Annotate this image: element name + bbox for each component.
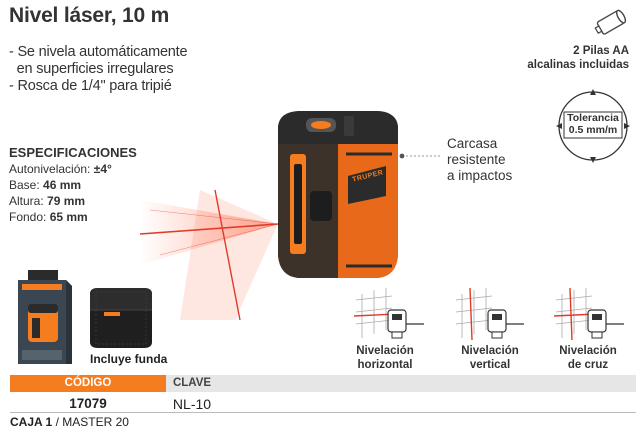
carrying-case-image (90, 288, 152, 348)
feature-line: - Se nivela automáticamente (9, 44, 188, 60)
spec-altura: Altura: 79 mm (9, 194, 86, 208)
codigo-value: 17079 (69, 396, 107, 411)
leveling-cross-icon (553, 287, 624, 341)
table-divider (10, 412, 636, 413)
laser-beams (139, 189, 279, 321)
housing-label: Carcasa resistente a impactos (447, 136, 513, 183)
leveling-vertical-icon (455, 287, 524, 341)
feature-line: - Rosca de 1/4" para tripié (9, 78, 172, 94)
product-box-image (18, 270, 72, 364)
spec-autonivelacion: Autonivelación: ±4° (9, 162, 112, 176)
codigo-header: CÓDIGO (10, 375, 166, 392)
battery-label: 2 Pilas AA alcalinas incluidas (527, 45, 629, 71)
specs-heading: ESPECIFICACIONES (9, 145, 137, 160)
clave-value: NL-10 (172, 396, 212, 412)
callout-dots (399, 153, 442, 159)
spec-fondo: Fondo: 65 mm (9, 210, 88, 224)
tolerance-label: Tolerancia 0.5 mm/m (567, 112, 619, 136)
spec-base: Base: 46 mm (9, 178, 82, 192)
tolerance-badge (556, 89, 630, 163)
case-label: Incluye funda (90, 352, 168, 366)
clave-header: CLAVE (166, 375, 636, 392)
leveling-horizontal-icon (353, 288, 424, 339)
battery-icon (594, 9, 627, 35)
laser-level-product (278, 111, 398, 278)
packing-info: CAJA 1 / MASTER 20 (10, 415, 129, 429)
feature-line: en superficies irregulares (9, 61, 174, 77)
page-title: Nivel láser, 10 m (9, 4, 170, 27)
